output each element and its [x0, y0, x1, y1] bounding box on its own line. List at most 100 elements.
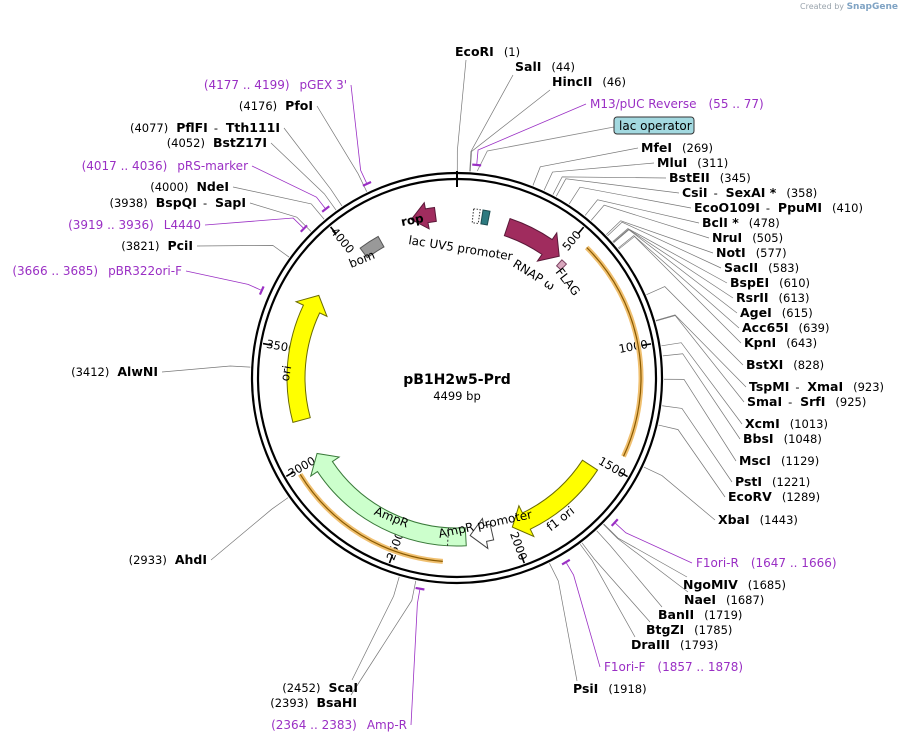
primer-mark	[299, 224, 308, 233]
enzyme-name-alt: PpuMI	[778, 200, 822, 215]
enzyme-site-hincii: HincII(46)	[552, 74, 626, 89]
enzyme-position: (345)	[720, 171, 751, 185]
enzyme-site-bsahi: BsaHI(2393)	[270, 695, 357, 710]
primer-mark	[561, 558, 571, 566]
ampr-arrow	[309, 452, 467, 547]
enzyme-site-psii: PsiI(1918)	[573, 681, 647, 696]
callout-line	[613, 228, 734, 299]
enzyme-site-bcli: BclI *(478)	[702, 215, 780, 230]
enzyme-name: DraIII	[631, 637, 670, 652]
enzyme-name: PciI	[167, 238, 193, 253]
enzyme-position: (358)	[786, 186, 817, 200]
enzyme-position: (4176)	[239, 99, 277, 113]
enzyme-name: BstEII	[669, 170, 710, 185]
enzyme-position: (615)	[782, 306, 813, 320]
enzyme-name: PflFI	[176, 120, 208, 135]
callout-line	[469, 89, 551, 172]
callout-line	[543, 162, 655, 191]
callout-line	[662, 353, 741, 440]
enzyme-site-agei: AgeI(615)	[740, 305, 813, 320]
rnap-omega-label: RNAP ω	[510, 257, 557, 294]
primer-mark	[610, 518, 619, 527]
enzyme-name: TspMI	[749, 379, 789, 394]
primer-mark	[258, 285, 265, 296]
enzyme-name: KpnI	[744, 335, 776, 350]
enzyme-site-rsrii: RsrII (613)	[736, 290, 809, 305]
primer-f1orif: F1ori-F(1857 .. 1878)	[604, 660, 743, 674]
tick-mark-500	[577, 226, 585, 235]
primer-range: (2364 .. 2383)	[271, 718, 357, 732]
enzyme-name: SacII	[724, 260, 758, 275]
enzyme-name: BbsI	[743, 431, 774, 446]
enzyme-position: (44)	[551, 60, 575, 74]
f1-ori-arrow	[511, 459, 599, 538]
enzyme-site-ecoo109i: EcoO109I-PpuMI(410)	[694, 200, 863, 215]
primer-range: (1647 .. 1666)	[751, 556, 837, 570]
tick-mark-4000	[329, 226, 337, 235]
enzyme-name: MfeI	[641, 140, 672, 155]
primer-mark	[472, 163, 482, 167]
tick-label-4000: 4000	[328, 225, 358, 256]
enzyme-name: XbaI	[718, 512, 750, 527]
enzyme-name: EcoRV	[728, 489, 772, 504]
enzyme-site-bstz17i: BstZ17I(4052)	[167, 135, 267, 150]
callout-line	[663, 378, 737, 462]
enzyme-site-draiii: DraIII(1793)	[631, 637, 718, 652]
enzyme-site-ngomiv: NgoMIV(1685)	[683, 577, 786, 592]
enzyme-site-pfoi: PfoI(4176)	[239, 98, 313, 113]
callout-line	[552, 176, 667, 195]
enzyme-position: (643)	[786, 336, 817, 350]
enzyme-site-btgzi: BtgZI(1785)	[646, 622, 732, 637]
primer-name: M13/pUC Reverse	[590, 97, 697, 111]
enzyme-position: (583)	[768, 261, 799, 275]
enzyme-name: RsrII	[736, 290, 769, 305]
callout-line	[618, 236, 742, 344]
primer-prsmarker: pRS-marker(4017 .. 4036)	[82, 159, 248, 173]
flag-tag	[555, 259, 568, 271]
primer-mark	[362, 181, 372, 187]
plasmid-name: pB1H2w5-Prd	[403, 372, 511, 388]
callout-line	[606, 220, 714, 254]
enzyme-site-alwni: AlwNI(3412)	[71, 364, 158, 379]
enzyme-position: (1013)	[790, 417, 828, 431]
primer-name: pRS-marker	[177, 159, 248, 173]
callout-line	[662, 405, 733, 483]
lac-uv5-label: lac UV5 promoter	[408, 233, 514, 263]
enzyme-name: Acc65I	[742, 320, 789, 335]
primer-name: F1ori-R	[696, 556, 739, 570]
watermark: Created by SnapGene	[800, 2, 898, 12]
primer-line	[204, 217, 304, 229]
primer-range: (55 .. 77)	[709, 97, 764, 111]
tick-label-1000: 1000	[618, 337, 649, 356]
enzyme-position: (613)	[779, 291, 810, 305]
primer-ampr: Amp-R(2364 .. 2383)	[271, 718, 407, 732]
enzyme-position: (828)	[793, 358, 824, 372]
enzyme-name: BanII	[658, 607, 694, 622]
feature-layer	[258, 163, 644, 591]
enzyme-name: EcoO109I	[694, 200, 760, 215]
enzyme-position: (1221)	[772, 475, 810, 489]
enzyme-name: NaeI	[684, 592, 716, 607]
tick-label-2000: 2000	[507, 530, 530, 562]
primer-f1orir: F1ori-R (1647 .. 1666)	[696, 556, 837, 570]
enzyme-name: BstZ17I	[213, 135, 267, 150]
enzyme-name: BstXI	[746, 357, 783, 372]
enzyme-name: NgoMIV	[683, 577, 738, 592]
callout-line	[603, 524, 689, 593]
enzyme-name: NruI	[712, 230, 742, 245]
tick-mark-2500	[388, 554, 394, 564]
enzyme-site-nrui: NruI(505)	[712, 230, 783, 245]
enzyme-site-mfei: MfeI(269)	[641, 140, 713, 155]
tick-mark-1500	[619, 471, 628, 478]
callout-line	[603, 523, 688, 578]
enzyme-position: (1289)	[782, 490, 820, 504]
watermark-prefix: Created by	[800, 2, 845, 11]
callout-line	[643, 466, 716, 521]
callout-line	[655, 314, 747, 388]
flag-label: FLAG	[553, 265, 583, 298]
enzyme-site-banii: BanII(1719)	[658, 607, 742, 622]
enzyme-name: MscI	[739, 453, 771, 468]
